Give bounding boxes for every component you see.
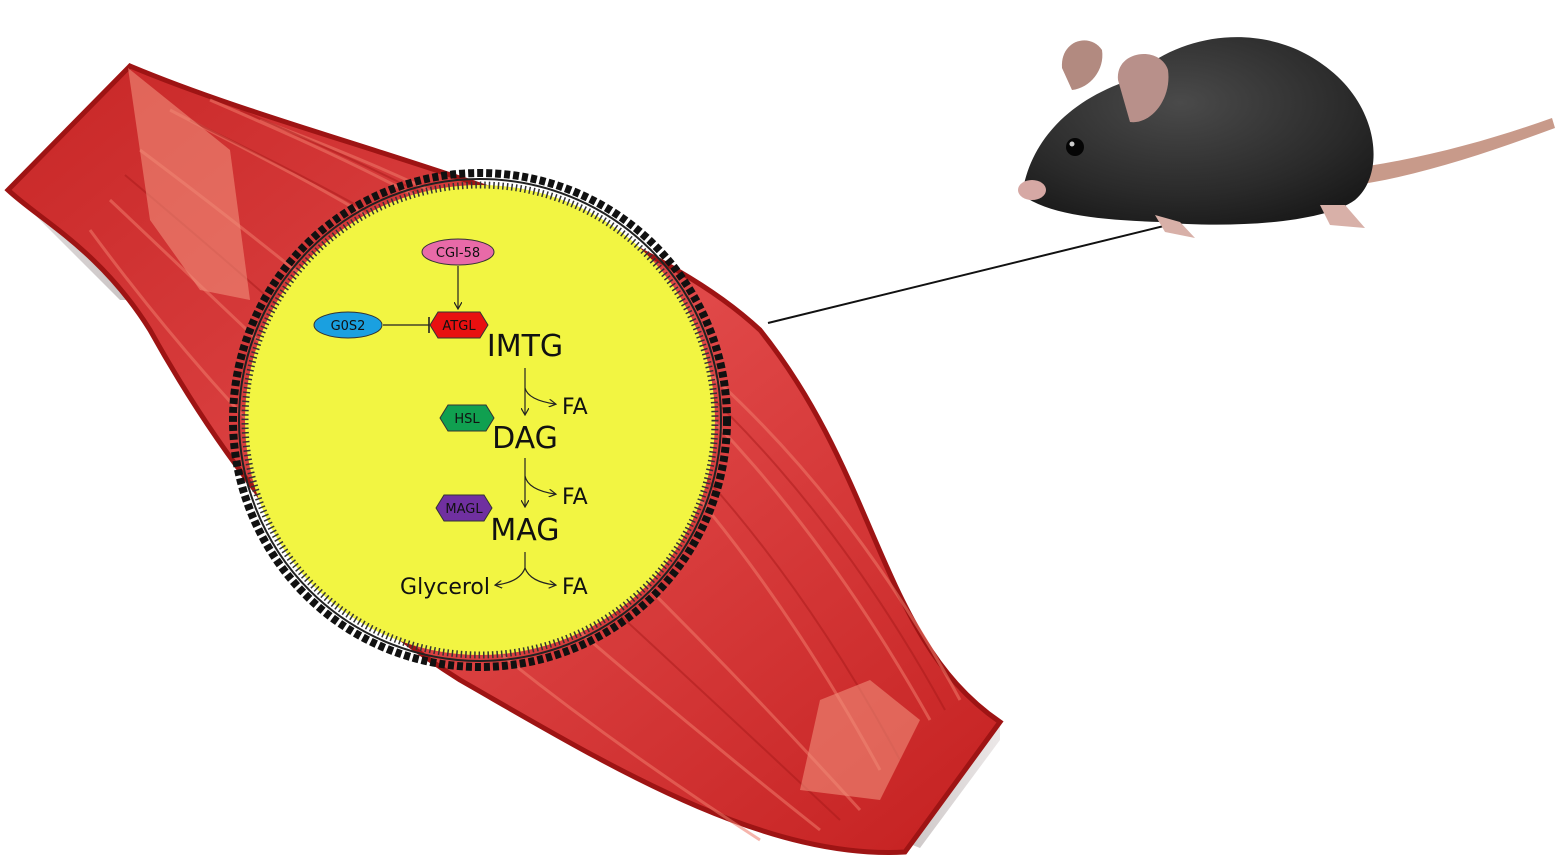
g0s2-oval (313, 311, 383, 339)
cgi58-label: CGI-58 (436, 246, 480, 261)
fa-label-1: FA (562, 395, 588, 420)
fa-label-3: FA (562, 575, 588, 600)
magl-hexagon (435, 494, 493, 522)
mouse-tail (1340, 118, 1555, 186)
lipolysis-pathway: CGI-58 G0S2 ATGL IMTG FA HSL DAG FA MAGL… (313, 238, 588, 600)
lipid-droplet-membrane-outer (229, 169, 731, 671)
lipid-droplet-membrane-mid (238, 178, 722, 662)
atgl-hexagon (429, 311, 489, 339)
connector-line (767, 223, 1173, 324)
mouse-eye-highlight (1069, 141, 1075, 147)
mag-fa-branch (524, 567, 555, 585)
muscle-tendon-junction-top (128, 68, 250, 300)
mouse-hind-paw (1320, 205, 1365, 228)
mouse-ear-left (1061, 40, 1103, 90)
hsl-hexagon (439, 404, 495, 432)
imtg-fa-branch (524, 387, 555, 404)
mouse-ear-right (1117, 53, 1169, 123)
imtg-label: IMTG (487, 329, 563, 364)
fa-label-2: FA (562, 485, 588, 510)
glycerol-label: Glycerol (400, 575, 490, 600)
mouse-front-paw (1155, 215, 1195, 238)
mag-glycerol-branch (496, 567, 526, 585)
mouse-illustration (1018, 37, 1555, 238)
g0s2-label: G0S2 (331, 319, 366, 334)
atgl-label: ATGL (442, 319, 476, 334)
dag-fa-branch (524, 475, 555, 494)
mag-label: MAG (490, 513, 559, 548)
cgi58-oval (421, 238, 495, 266)
hsl-label: HSL (454, 412, 480, 427)
mouse-nose (1018, 180, 1046, 200)
mouse-eye (1066, 138, 1084, 156)
muscle-tendon-junction-bottom (800, 680, 920, 800)
magl-label: MAGL (445, 502, 483, 517)
mouse-body (1022, 37, 1374, 225)
dag-label: DAG (492, 421, 558, 456)
